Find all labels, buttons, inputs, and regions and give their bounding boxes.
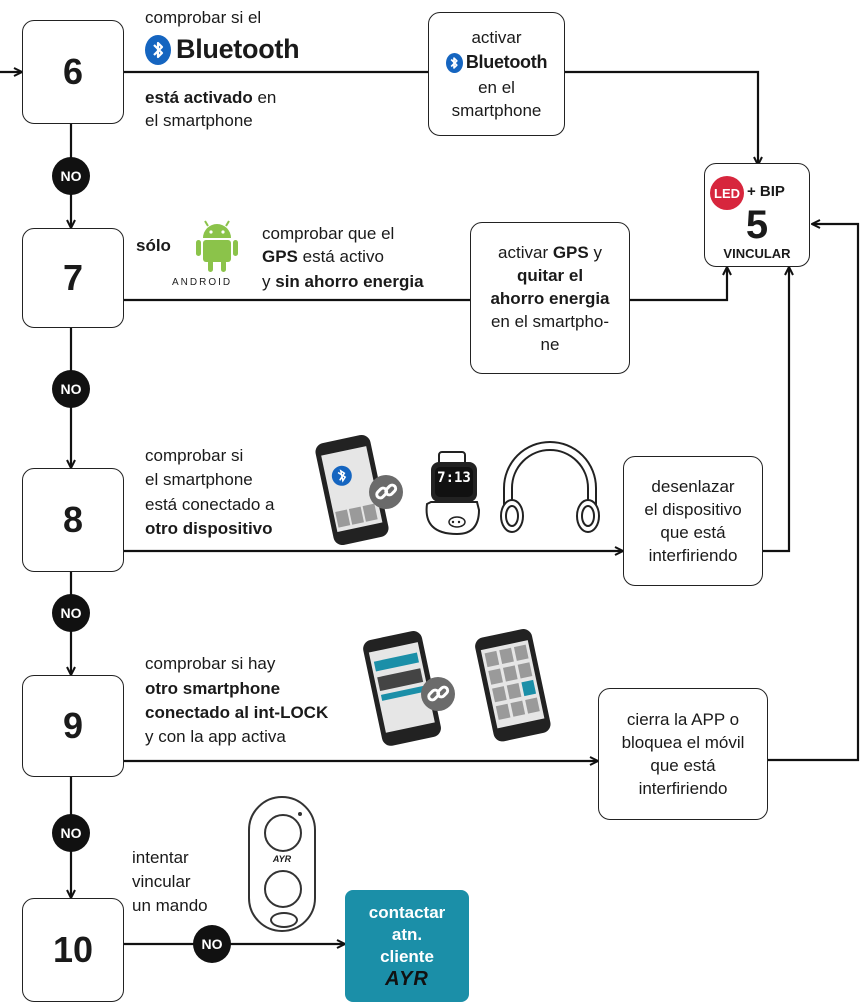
bip-label: + BIP bbox=[747, 183, 785, 200]
target-5-vincular-box: LED + BIP 5 VINCULAR bbox=[704, 163, 810, 267]
step-6-box: 6 bbox=[22, 20, 124, 124]
step-number: 10 bbox=[52, 929, 94, 970]
step-number: 9 bbox=[62, 705, 84, 746]
step-9-box: 9 bbox=[22, 675, 124, 777]
step-number: 7 bbox=[62, 257, 84, 298]
solo-label: sólo bbox=[136, 236, 171, 255]
line-7-action-to-5 bbox=[630, 267, 727, 302]
step-10-box: 10 bbox=[22, 898, 124, 1002]
action-line: en el bbox=[478, 78, 515, 97]
no-badge: NO bbox=[52, 157, 90, 195]
step-8-check-line1: comprobar si bbox=[145, 446, 244, 465]
no-badge: NO bbox=[52, 814, 90, 852]
action-line: en el smartpho- bbox=[490, 311, 610, 331]
contact-line: contactar bbox=[368, 903, 446, 922]
bluetooth-icon bbox=[445, 52, 463, 73]
no-badge: NO bbox=[193, 925, 231, 963]
android-wordmark: ANDROID bbox=[172, 277, 233, 288]
step-7-box: 7 bbox=[22, 228, 124, 328]
step-number: 6 bbox=[62, 51, 84, 92]
action-line: quitar el bbox=[516, 265, 584, 285]
action-line: ahorro energia bbox=[490, 288, 610, 308]
smartphone-bluetooth-illustration bbox=[312, 432, 412, 553]
ayr-logo: AYR bbox=[385, 968, 429, 990]
step-9-check-line4: y con la app activa bbox=[145, 727, 286, 746]
line-9-action-to-5 bbox=[768, 224, 860, 762]
action-desenlazar: desenlazar el dispositivo que está inter… bbox=[623, 456, 763, 586]
remote-brand: AYR bbox=[272, 854, 292, 864]
action-line: que está bbox=[660, 523, 726, 542]
bluetooth-icon bbox=[145, 34, 171, 65]
action-line: desenlazar bbox=[651, 477, 735, 496]
step-8-check-line2: el smartphone bbox=[145, 470, 253, 489]
step-8-box: 8 bbox=[22, 468, 124, 572]
contact-customer-service[interactable]: contactar atn. cliente AYR bbox=[345, 890, 469, 1002]
headphones-illustration bbox=[498, 438, 602, 543]
action-line: cierra la APP o bbox=[626, 710, 740, 729]
android-icon bbox=[195, 220, 239, 279]
remote-ring bbox=[270, 912, 298, 928]
action-activar-gps: activar GPS y quitar el ahorro energia e… bbox=[470, 222, 630, 374]
smartphone-grid-illustration bbox=[474, 626, 554, 751]
step-7-check-line3: y sin ahorro energia bbox=[262, 272, 424, 291]
no-badge: NO bbox=[52, 594, 90, 632]
watch-time: 7:13 bbox=[437, 470, 471, 486]
action-line: el dispositivo bbox=[644, 500, 742, 519]
action-line: activar bbox=[471, 28, 522, 47]
step-number: 8 bbox=[62, 499, 84, 540]
bluetooth-logo-small: Bluetooth bbox=[445, 51, 548, 74]
step-10-line2: vincular bbox=[132, 872, 191, 891]
action-line: interfiriendo bbox=[648, 546, 738, 565]
step-9-check-line3: conectado al int-LOCK bbox=[145, 703, 329, 722]
line-8-action-to-5 bbox=[763, 267, 789, 553]
step-7-check-line1: comprobar que el bbox=[262, 224, 395, 243]
smartwatch-illustration: 7:13 bbox=[417, 450, 493, 545]
bluetooth-logo: Bluetooth bbox=[145, 34, 300, 65]
smartphone-app-illustration bbox=[360, 628, 464, 753]
step-10-line1: intentar bbox=[132, 848, 189, 867]
led-badge: LED bbox=[710, 176, 744, 210]
step-6-check-line1: comprobar si el bbox=[145, 8, 262, 27]
remote-button-bottom bbox=[264, 870, 302, 908]
step-7-check-line2: GPS está activo bbox=[262, 247, 384, 266]
contact-line: atn. bbox=[391, 925, 423, 944]
contact-line: cliente bbox=[380, 947, 434, 966]
action-line: bloquea el móvil bbox=[621, 733, 745, 752]
action-line: ne bbox=[540, 334, 560, 354]
step-9-check-line1: comprobar si hay bbox=[145, 654, 276, 673]
action-line: smartphone bbox=[451, 101, 542, 120]
bluetooth-wordmark: Bluetooth bbox=[176, 34, 300, 64]
target-label: VINCULAR bbox=[723, 246, 791, 261]
action-line: activar GPS y bbox=[498, 242, 602, 262]
action-activar-bluetooth: activar Bluetooth en el smartphone bbox=[428, 12, 565, 136]
no-badge: NO bbox=[52, 370, 90, 408]
action-line: interfiriendo bbox=[638, 779, 728, 798]
action-line: que está bbox=[650, 756, 716, 775]
step-6-check-line2: está activado en bbox=[145, 88, 277, 107]
step-10-line3: un mando bbox=[132, 896, 208, 915]
remote-control-illustration: AYR bbox=[248, 796, 316, 932]
remote-led bbox=[298, 812, 302, 816]
step-9-check-line2: otro smartphone bbox=[145, 679, 281, 698]
step-8-check-line3: está conectado a bbox=[145, 495, 275, 514]
line-6-action-to-5 bbox=[565, 70, 758, 165]
remote-button-top bbox=[264, 814, 302, 852]
step-6-check-line3: el smartphone bbox=[145, 111, 253, 130]
action-cierra-app: cierra la APP o bloquea el móvil que est… bbox=[598, 688, 768, 820]
bluetooth-wordmark: Bluetooth bbox=[465, 52, 548, 72]
step-8-check-line4: otro dispositivo bbox=[145, 519, 273, 538]
target-number: 5 bbox=[745, 203, 769, 247]
